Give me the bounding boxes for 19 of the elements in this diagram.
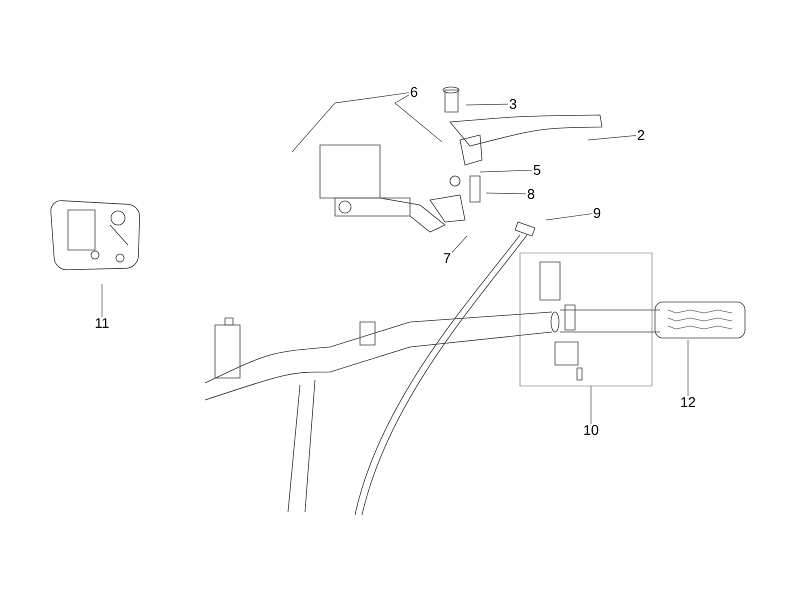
leader-line bbox=[588, 135, 636, 140]
leader-line bbox=[590, 386, 592, 424]
leader-line bbox=[486, 192, 526, 194]
callout-number: 3 bbox=[510, 99, 516, 109]
callout-number: 2 bbox=[638, 130, 644, 140]
callout-number: 5 bbox=[534, 165, 540, 175]
callout-number: 7 bbox=[444, 253, 450, 263]
callout-number: 8 bbox=[528, 189, 534, 199]
leader-line bbox=[292, 92, 410, 152]
leader-line bbox=[452, 236, 468, 253]
callout-number: 10 bbox=[584, 425, 598, 435]
callout-number: 11 bbox=[96, 318, 109, 328]
callout-number: 9 bbox=[594, 208, 600, 218]
leader-line bbox=[546, 213, 592, 220]
callout-number: 12 bbox=[681, 397, 696, 407]
leader-line bbox=[394, 94, 442, 142]
callout-number: 6 bbox=[410, 87, 418, 97]
leader-line bbox=[480, 170, 532, 172]
leader-line bbox=[466, 104, 508, 106]
